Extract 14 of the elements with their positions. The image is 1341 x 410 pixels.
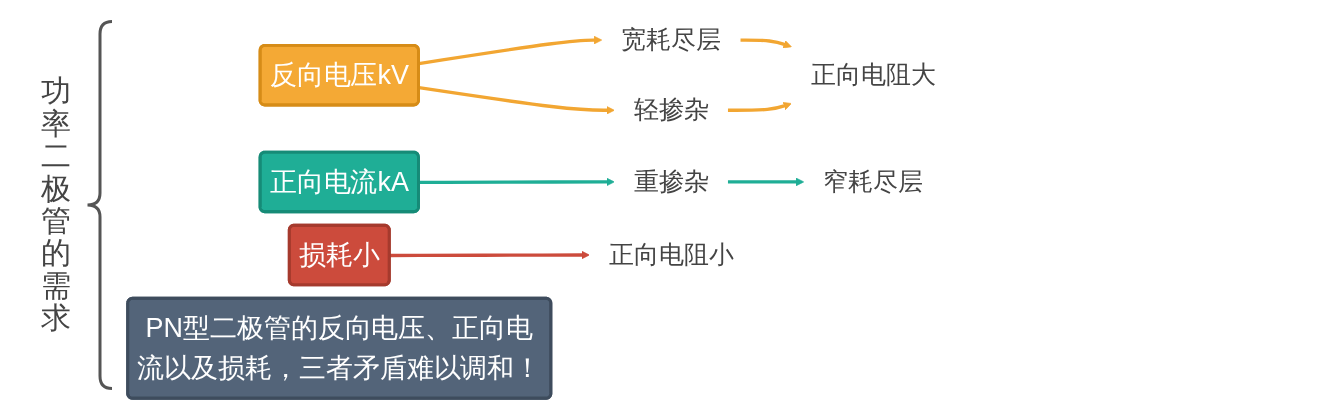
arrow	[727, 177, 805, 187]
arrow	[740, 38, 792, 49]
arrow	[418, 177, 615, 187]
arrow	[389, 250, 590, 260]
arrow	[727, 102, 792, 112]
node-text: 正向电阻小	[608, 240, 734, 269]
node-text: 窄耗尽层	[823, 167, 924, 196]
node-text: 重掺杂	[633, 167, 709, 196]
arrow	[418, 86, 615, 115]
node-text: 宽耗尽层	[621, 25, 722, 55]
arrow	[418, 35, 603, 66]
node-text: 轻掺杂	[633, 95, 709, 125]
side-heading: 功率二极管的需求	[40, 75, 72, 335]
node-text: 正向电阻大	[810, 60, 936, 90]
